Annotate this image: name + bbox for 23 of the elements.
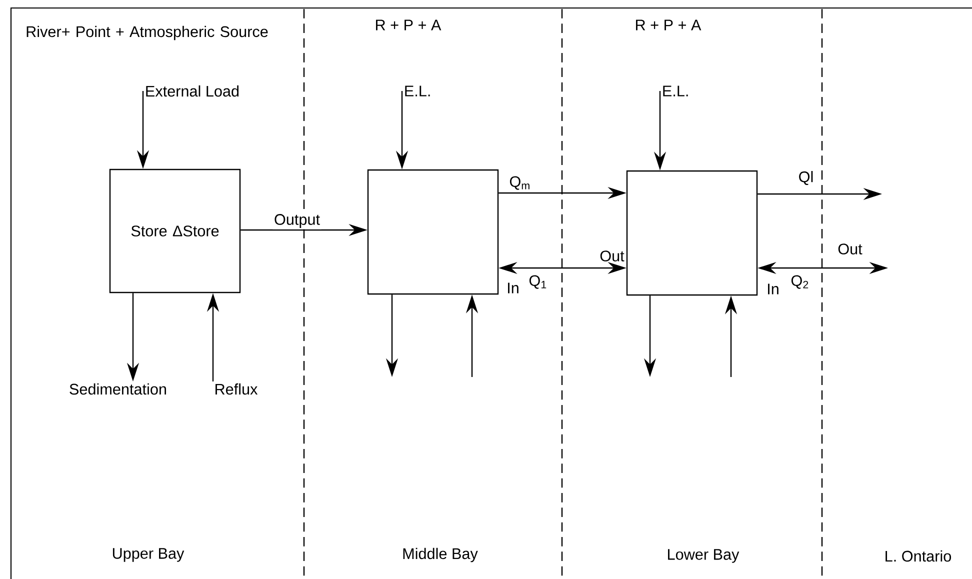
zone-label: L. Ontario [886, 550, 952, 562]
source-heading: River+ Point + Atmospheric Source [26, 26, 268, 40]
zone-label: Lower Bay [668, 549, 740, 563]
source-heading: R + P + A [636, 20, 702, 30]
edge-label: Ql [797, 170, 815, 186]
bay-box [626, 170, 758, 296]
load-label: External Load [146, 85, 239, 97]
reflux-label: Reflux [216, 383, 258, 395]
load-label: E.L. [405, 86, 430, 96]
edge-label: Q$_{2}$ [789, 274, 811, 290]
source-heading: R + P + A [376, 20, 442, 30]
zone-label: Middle Bay [403, 548, 478, 562]
flow-label: Out [838, 244, 862, 254]
flow-label: In [508, 282, 518, 294]
flow-label: Out [600, 250, 624, 262]
bay-box [367, 169, 499, 295]
sedimentation-label: Sedimentation [70, 383, 166, 395]
load-label: E.L. [663, 86, 688, 96]
edge-label: Output [272, 212, 322, 230]
store-box: Store ΔStore [109, 168, 241, 294]
zone-label: Upper Bay [112, 548, 184, 562]
edge-label: Q$_{1}$ [527, 274, 549, 290]
edge-label: Q$_{m}$ [508, 174, 532, 192]
